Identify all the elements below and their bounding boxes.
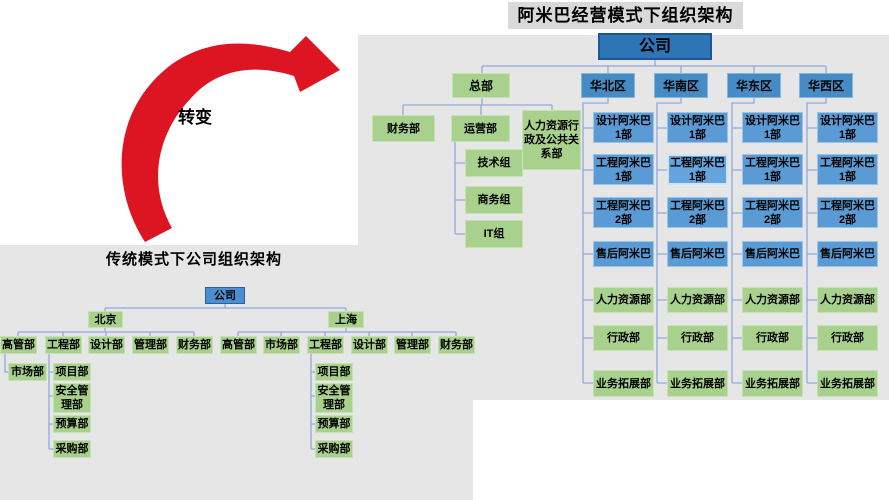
- department-box: 售后阿米巴: [667, 241, 728, 267]
- operations-group-box: 商务组: [465, 186, 523, 214]
- department-box: 高管部: [0, 336, 37, 354]
- department-box: 人力资源部: [667, 287, 728, 313]
- department-box: 售后阿米巴: [817, 241, 878, 267]
- department-box: 业务拓展部: [817, 370, 878, 397]
- department-box: 业务拓展部: [742, 370, 803, 397]
- department-box: 人力资源部: [593, 287, 654, 313]
- sub-department-box: 安全管理部: [315, 383, 353, 413]
- region-box: 华东区: [727, 73, 781, 98]
- department-box: 财务部: [176, 336, 213, 354]
- department-box: 工程阿米巴2部: [817, 197, 878, 228]
- region-box: 华南区: [654, 73, 708, 98]
- region-box: 华西区: [799, 73, 853, 98]
- department-box: 管理部: [132, 336, 169, 354]
- department-box: 市场部: [263, 336, 300, 354]
- department-box: 工程部: [45, 336, 82, 354]
- amoeba-chart-title: 阿米巴经营模式下组织架构: [508, 2, 743, 29]
- department-box: 管理部: [394, 336, 431, 354]
- hq-box: 总部: [452, 73, 510, 98]
- sub-department-box: 采购部: [315, 440, 353, 458]
- sub-department-box: 项目部: [315, 363, 353, 381]
- department-box: 人力资源部: [817, 287, 878, 313]
- department-box: 设计阿米巴1部: [742, 112, 803, 143]
- department-box: 业务拓展部: [667, 370, 728, 397]
- department-box: 行政部: [742, 325, 803, 351]
- department-box: 行政部: [667, 325, 728, 351]
- transform-arrow-label: 转变: [178, 108, 212, 127]
- operations-group-box: IT组: [465, 220, 523, 248]
- department-box: 售后阿米巴: [742, 241, 803, 267]
- department-box: 设计阿米巴1部: [817, 112, 878, 143]
- hq-department-box: 运营部: [451, 115, 510, 142]
- sub-department-box: 项目部: [53, 363, 91, 381]
- city-box: 上海: [328, 311, 364, 328]
- operations-group-box: 技术组: [465, 149, 523, 177]
- department-box: 高管部: [220, 336, 257, 354]
- department-box: 工程阿米巴2部: [742, 197, 803, 228]
- company-root-box: 公司: [205, 287, 245, 304]
- department-box: 行政部: [593, 325, 654, 351]
- department-box: 设计部: [88, 336, 125, 354]
- traditional-chart-title: 传统模式下公司组织架构: [105, 251, 282, 268]
- sub-department-box: 采购部: [53, 440, 91, 458]
- department-box: 工程阿米巴1部: [667, 154, 728, 185]
- department-box: 设计阿米巴1部: [593, 112, 654, 143]
- department-box: 财务部: [438, 336, 475, 354]
- department-box: 工程阿米巴1部: [817, 154, 878, 185]
- department-box: 设计阿米巴1部: [667, 112, 728, 143]
- department-box: 工程部: [307, 336, 344, 354]
- sub-department-box: 预算部: [315, 415, 353, 433]
- company-root-box: 公司: [598, 33, 712, 60]
- department-box: 工程阿米巴2部: [593, 197, 654, 228]
- department-box: 业务拓展部: [593, 370, 654, 397]
- department-box: 设计部: [351, 336, 388, 354]
- sub-department-box: 预算部: [53, 415, 91, 433]
- department-box: 工程阿米巴1部: [742, 154, 803, 185]
- department-box: 售后阿米巴: [593, 241, 654, 267]
- sub-department-box: 安全管理部: [53, 383, 91, 413]
- hq-department-box: 人力资源行政及公共关系部: [522, 110, 581, 170]
- region-box: 华北区: [581, 73, 635, 98]
- department-box: 工程阿米巴2部: [667, 197, 728, 228]
- department-box: 工程阿米巴1部: [593, 154, 654, 185]
- city-box: 北京: [88, 311, 123, 328]
- department-box: 行政部: [817, 325, 878, 351]
- department-box: 人力资源部: [742, 287, 803, 313]
- hq-department-box: 财务部: [372, 115, 435, 142]
- sub-department-box: 市场部: [8, 363, 47, 381]
